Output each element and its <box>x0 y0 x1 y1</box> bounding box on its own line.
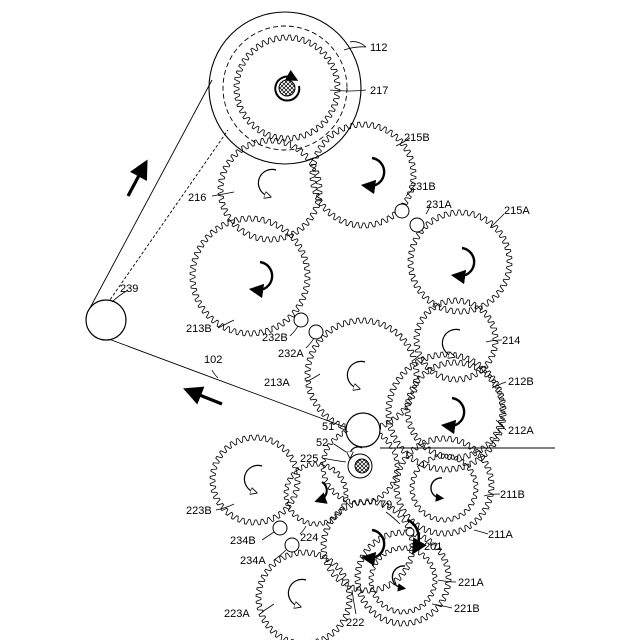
label-212A: 212A <box>508 425 534 437</box>
label-216: 216 <box>188 192 206 204</box>
label-223B: 223B <box>186 505 212 517</box>
idler-231B <box>395 204 409 218</box>
label-234A: 234A <box>240 555 266 567</box>
label-225: 225 <box>300 453 318 465</box>
label-211B: 211B <box>500 489 525 501</box>
pulley-239 <box>86 300 126 340</box>
label-214: 214 <box>502 335 520 347</box>
roller-51 <box>346 413 380 447</box>
label-221A: 221A <box>458 577 484 589</box>
label-201: 201 <box>424 541 442 553</box>
label-211A: 211A <box>488 529 514 541</box>
idler-234B <box>273 521 287 535</box>
label-234B: 234B <box>230 535 256 547</box>
label-79: 79 <box>380 499 392 511</box>
label-213B: 213B <box>186 323 212 335</box>
label-222: 222 <box>346 617 364 629</box>
label-232B: 232B <box>262 332 288 344</box>
label-102: 102 <box>204 354 222 366</box>
label-231B: 231B <box>410 181 436 193</box>
label-239: 239 <box>120 283 138 295</box>
up-arrow-icon <box>128 168 143 196</box>
label-223A: 223A <box>224 608 250 620</box>
label-215A: 215A <box>504 205 530 217</box>
gear-217-center <box>279 80 295 96</box>
pin-79 <box>406 528 414 536</box>
idler-232A <box>309 325 323 339</box>
label-224: 224 <box>300 532 318 544</box>
idler-234A <box>285 538 299 552</box>
label-232A: 232A <box>278 348 304 360</box>
label-213A: 213A <box>264 377 290 389</box>
label-212B: 212B <box>508 376 534 388</box>
label-231A: 231A <box>426 199 452 211</box>
idler-232B <box>294 313 308 327</box>
label-112: 112 <box>370 42 388 54</box>
label-51: 51 <box>322 421 334 433</box>
label-217: 217 <box>370 85 388 97</box>
gear-group <box>190 35 512 640</box>
gear-223B <box>210 435 300 525</box>
gear-223A <box>256 550 352 640</box>
label-221B: 221B <box>454 603 480 615</box>
label-52: 52 <box>316 437 328 449</box>
idler-231A <box>410 218 424 232</box>
left-arrow-icon <box>192 392 222 404</box>
gear-213B <box>190 216 310 336</box>
label-215B: 215B <box>404 132 430 144</box>
